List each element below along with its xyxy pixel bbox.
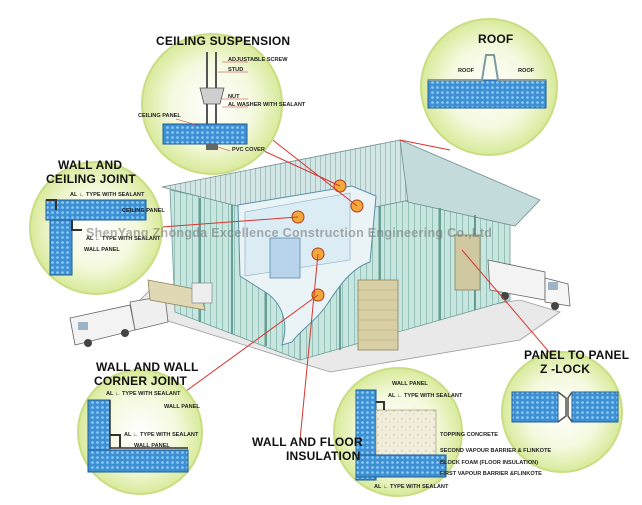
bubble-roof [420, 18, 558, 156]
label-ww-al-type-1: AL ∟ TYPE WITH SEALANT [106, 391, 181, 397]
label-pvc-cover: PVC COVER [232, 147, 265, 153]
title-wall-ceiling-2: CEILING JOINT [46, 172, 136, 186]
truck-right [487, 259, 571, 310]
label-wf-first-vapour: FIRST VAPOUR BARRIER &FLINKOTE [440, 471, 542, 477]
label-wf-al-type-1: AL ∟ TYPE WITH SEALANT [388, 393, 463, 399]
loading-dock-right [357, 234, 481, 351]
bubble-wall-floor [333, 367, 463, 497]
label-wf-second-vapour: SECOND VAPOUR BARRIER & FLINKOTE [440, 448, 552, 454]
title-ceiling-suspension: CEILING SUSPENSION [156, 34, 291, 48]
label-wf-wall-panel: WALL PANEL [392, 381, 428, 387]
label-wf-al-type-2: AL ∟ TYPE WITH SEALANT [374, 484, 449, 490]
title-panel-panel-1: PANEL TO PANEL [524, 348, 630, 362]
bubble-wall-ceiling [29, 161, 163, 295]
label-ww-wall-panel-1: WALL PANEL [164, 404, 200, 410]
label-wc-ceiling-panel: CEILING PANEL [122, 208, 165, 214]
label-adjustable-screw: ADJUSTABLE SCREW [228, 57, 288, 63]
title-wall-wall-1: WALL AND WALL [96, 360, 199, 374]
title-wall-floor-2: INSULATION [286, 449, 361, 463]
title-roof: ROOF [478, 32, 514, 46]
title-wall-wall-2: CORNER JOINT [94, 374, 188, 388]
title-panel-panel-2: Z -LOCK [540, 362, 591, 376]
bubble-panel-panel [501, 351, 623, 473]
label-al-washer: AL WASHER WITH SEALANT [228, 102, 306, 108]
label-ww-al-type-2: AL ∟ TYPE WITH SEALANT [124, 432, 199, 438]
truck-left [69, 295, 169, 347]
label-wf-topping-concrete: TOPPING CONCRETE [440, 432, 499, 438]
label-nut: NUT [228, 94, 240, 100]
roof-right [399, 139, 541, 227]
building [69, 139, 571, 373]
title-wall-floor-1: WALL AND FLOOR [252, 435, 363, 449]
label-stud: STUD [228, 67, 244, 73]
label-roof-right: ROOF [518, 68, 535, 74]
label-wc-al-type-1: AL ∟ TYPE WITH SEALANT [70, 192, 145, 198]
bubble-wall-wall [77, 369, 203, 495]
watermark: ShenYang Zhongda Excellence Construction… [86, 226, 493, 240]
label-wc-al-type-2: AL ∟ TYPE WITH SEALANT [86, 236, 161, 242]
label-wc-wall-panel: WALL PANEL [84, 247, 120, 253]
bubble-ceiling-suspension [141, 33, 283, 175]
label-roof-left: ROOF [458, 68, 475, 74]
label-wf-block-foam: BLOCK FOAM (FLOOR INSULATION) [440, 460, 539, 466]
title-wall-ceiling-1: WALL AND [58, 158, 123, 172]
label-ww-wall-panel-2: WALL PANEL [134, 443, 170, 449]
label-ceiling-panel: CEILING PANEL [138, 113, 181, 119]
